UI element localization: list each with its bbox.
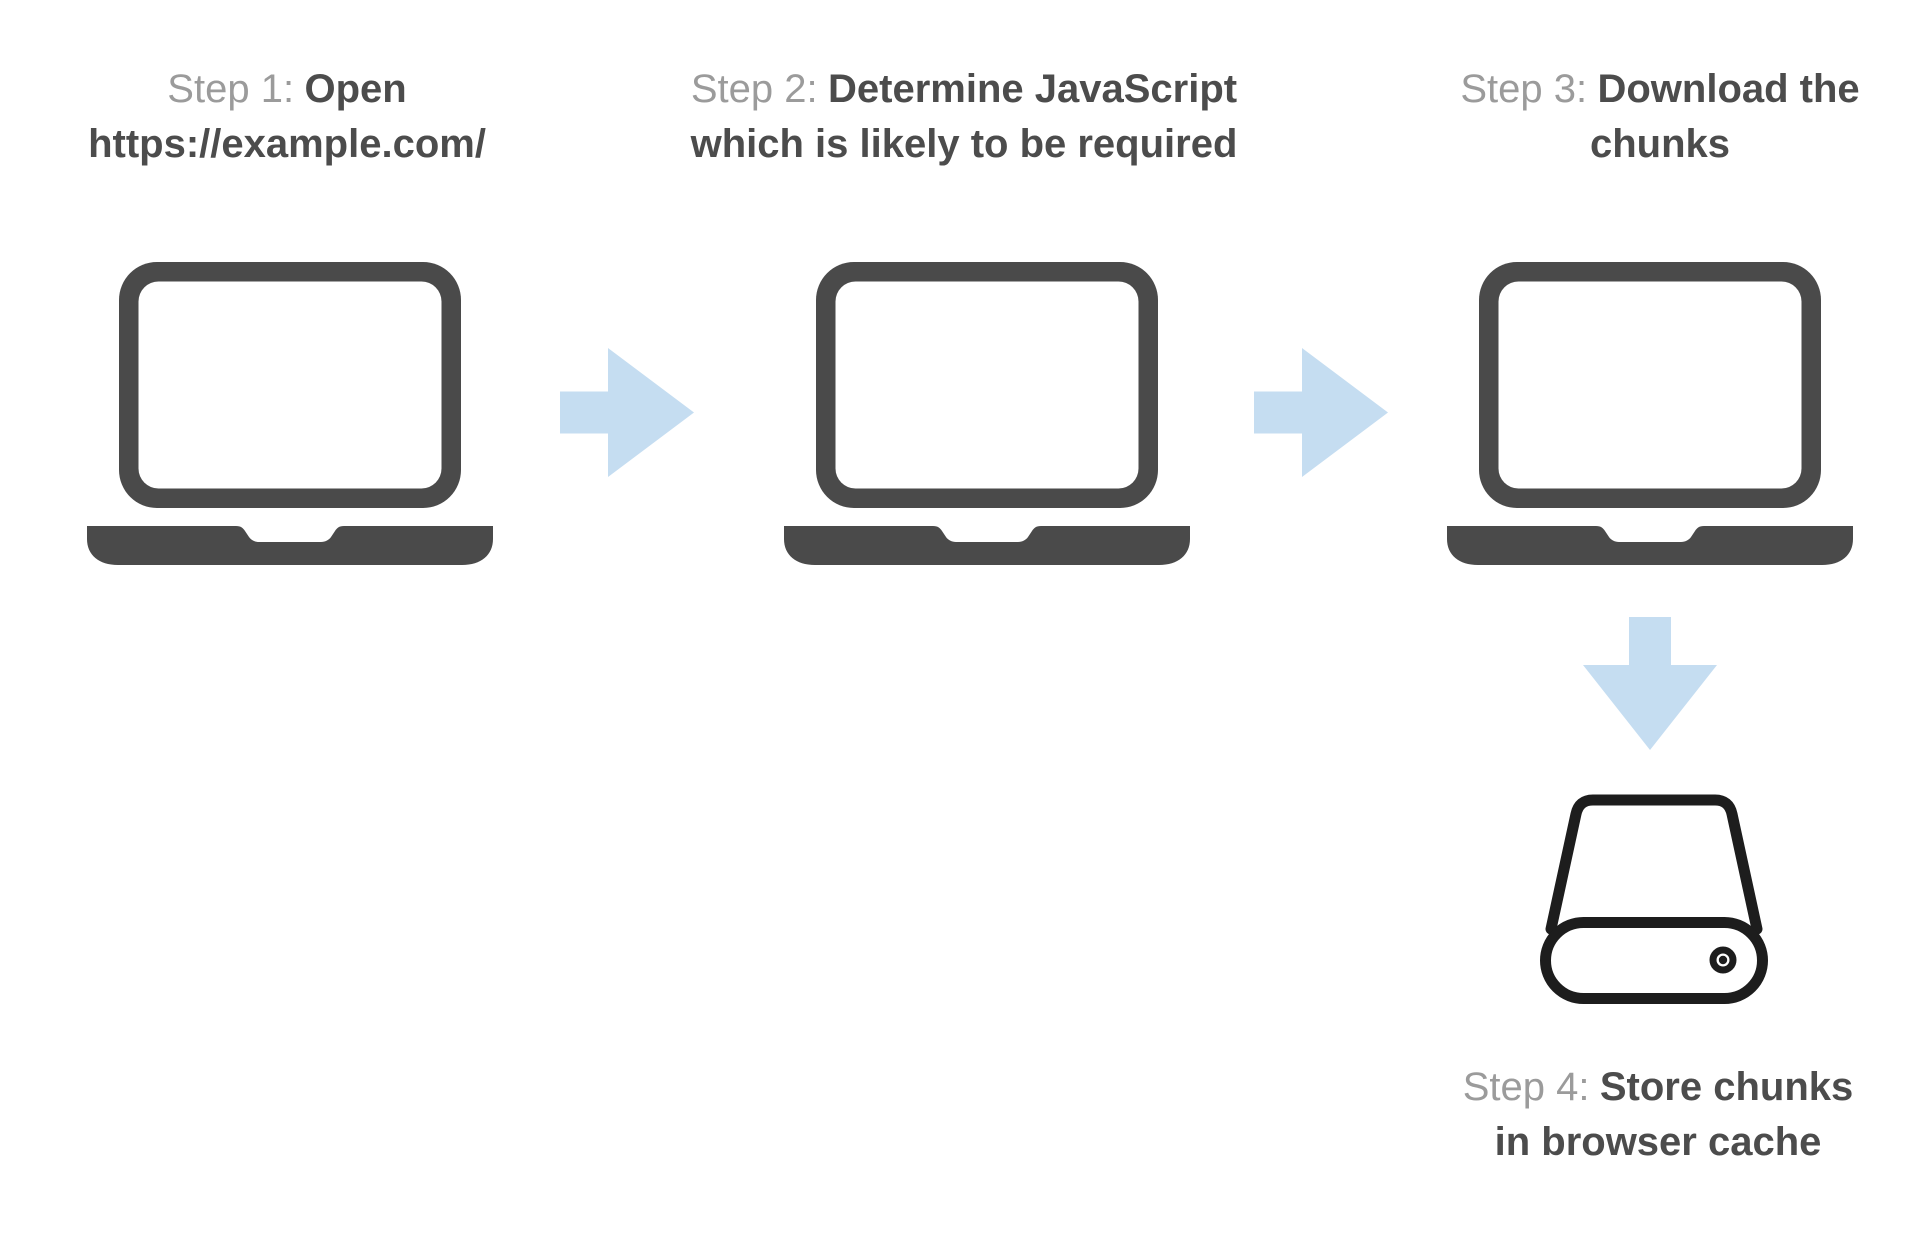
step-4-title-line2: in browser cache xyxy=(1494,1120,1822,1164)
step-3-label: Step 3: xyxy=(1460,67,1588,111)
arrow-down-icon xyxy=(1583,617,1717,750)
step-3-title-line1: Download the xyxy=(1597,67,1860,111)
step-1-title-line2: https://example.com/ xyxy=(88,122,486,166)
arrow-right-icon-1 xyxy=(560,348,694,477)
step-2-caption-line1: Step 2:Determine JavaScript xyxy=(644,62,1284,117)
step-4-title-line1: Store chunks xyxy=(1599,1065,1854,1109)
step-3-caption: Step 3:Download the chunks xyxy=(1400,62,1916,172)
step-3-laptop-icon xyxy=(1447,262,1853,565)
step-3-caption-line1: Step 3:Download the xyxy=(1400,62,1916,117)
step-4-caption: Step 4:Store chunks in browser cache xyxy=(1398,1060,1916,1170)
step-1-caption: Step 1:Open https://example.com/ xyxy=(7,62,567,172)
step-2-label: Step 2: xyxy=(690,67,818,111)
step-1-title-line1: Open xyxy=(304,67,407,111)
step-4-label: Step 4: xyxy=(1462,1065,1590,1109)
arrow-right-icon-2 xyxy=(1254,348,1388,477)
step-3-title-line2: chunks xyxy=(1589,122,1731,166)
step-1-caption-line1: Step 1:Open xyxy=(7,62,567,117)
step-2-title-line2: which is likely to be required xyxy=(690,122,1238,166)
step-4-caption-line1: Step 4:Store chunks xyxy=(1398,1060,1916,1115)
hard-drive-icon xyxy=(1540,792,1768,1004)
step-2-title-line1: Determine JavaScript xyxy=(828,67,1238,111)
step-1-label: Step 1: xyxy=(167,67,295,111)
step-2-laptop-icon xyxy=(784,262,1190,565)
step-2-caption: Step 2:Determine JavaScript which is lik… xyxy=(644,62,1284,172)
step-1-laptop-icon xyxy=(87,262,493,565)
